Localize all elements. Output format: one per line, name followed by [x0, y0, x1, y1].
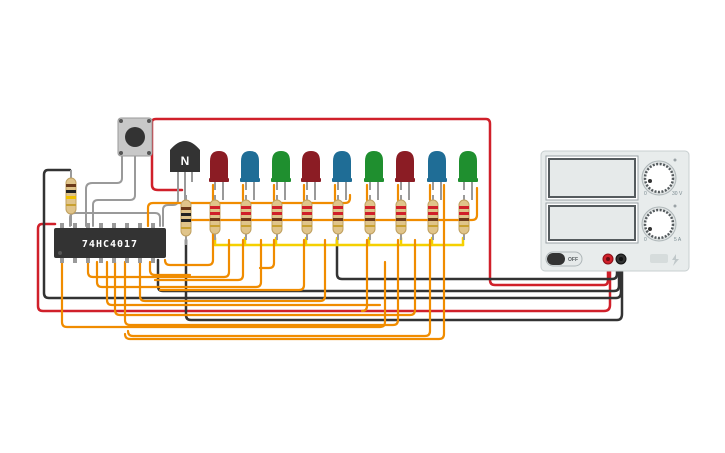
ground-wire-1[interactable]: [42, 168, 623, 300]
led-green[interactable]: [271, 151, 291, 200]
gray-wire-button[interactable]: [85, 154, 123, 227]
chip-pin-top: [86, 223, 90, 229]
power-switch-label: OFF: [568, 257, 578, 263]
led-green[interactable]: [458, 151, 478, 200]
push-button[interactable]: [117, 117, 153, 157]
chip-pin-top: [112, 223, 116, 229]
chip-pin-top: [73, 223, 77, 229]
voltage-knob-max: 30 V: [672, 191, 683, 197]
chip-pin-top: [125, 223, 129, 229]
current-display: [548, 205, 636, 241]
yellow-drops[interactable]: [213, 236, 465, 247]
gray-wire-base[interactable]: [92, 154, 136, 227]
ground-wire-4[interactable]: [335, 238, 619, 281]
chip-pin-bottom: [112, 257, 116, 263]
led-red[interactable]: [395, 151, 415, 200]
led-red[interactable]: [209, 151, 229, 200]
chip-pin-bottom: [60, 257, 64, 263]
resistor-led-9[interactable]: [458, 195, 470, 240]
resistor-led-7[interactable]: [395, 195, 407, 240]
red-wire-chip-left[interactable]: [36, 222, 612, 313]
current-knob-min: 0: [644, 237, 647, 243]
wires: [36, 117, 624, 341]
current-knob[interactable]: [641, 206, 677, 242]
resistor-led-2[interactable]: [240, 195, 252, 240]
voltage-display: [548, 158, 636, 198]
chip-pins: [60, 223, 155, 263]
led-green[interactable]: [364, 151, 384, 200]
npn-transistor[interactable]: N: [170, 141, 200, 200]
chip-pin-bottom: [125, 257, 129, 263]
resistor-led-8[interactable]: [427, 195, 439, 240]
resistor-led-3[interactable]: [271, 195, 283, 240]
led-red[interactable]: [301, 151, 321, 200]
voltage-knob-min: 0: [644, 191, 647, 197]
brand-badge: [650, 254, 668, 263]
led-blue[interactable]: [427, 151, 447, 200]
resistor-led-5[interactable]: [332, 195, 344, 240]
current-knob-max: 5 A: [674, 237, 682, 243]
resistor-led-6[interactable]: [364, 195, 376, 240]
led-blue[interactable]: [240, 151, 260, 200]
power-wire-red[interactable]: [150, 117, 610, 287]
ps-indicator-icons: [673, 158, 677, 208]
chip-label: 74HC4017: [82, 239, 138, 250]
power-supply[interactable]: 0 30 V 0 5 A OFF: [540, 150, 690, 272]
led-blue[interactable]: [332, 151, 352, 200]
resistor-led-4[interactable]: [301, 195, 313, 240]
power-switch[interactable]: OFF: [545, 251, 583, 267]
chip-pin-bottom: [73, 257, 77, 263]
ground-wire-3[interactable]: [184, 238, 624, 322]
chip-pin-bottom: [138, 257, 142, 263]
resistor-pullup[interactable]: [65, 170, 77, 226]
chip-pin-bottom: [151, 257, 155, 263]
orange-signal-wires[interactable]: [60, 183, 479, 341]
chip-pin-bottom: [86, 257, 90, 263]
chip-pin-top: [138, 223, 142, 229]
led-array: [209, 151, 478, 240]
chip-pin-bottom: [99, 257, 103, 263]
ic-74hc4017[interactable]: 74HC4017: [54, 223, 166, 263]
transistor-label: N: [181, 154, 190, 168]
bolt-icon: [672, 254, 679, 266]
voltage-knob[interactable]: [641, 160, 677, 196]
chip-pin-top: [151, 223, 155, 229]
chip-pin-top: [60, 223, 64, 229]
chip-pin-top: [99, 223, 103, 229]
resistor-base[interactable]: [180, 195, 192, 245]
resistor-led-1[interactable]: [209, 195, 221, 240]
